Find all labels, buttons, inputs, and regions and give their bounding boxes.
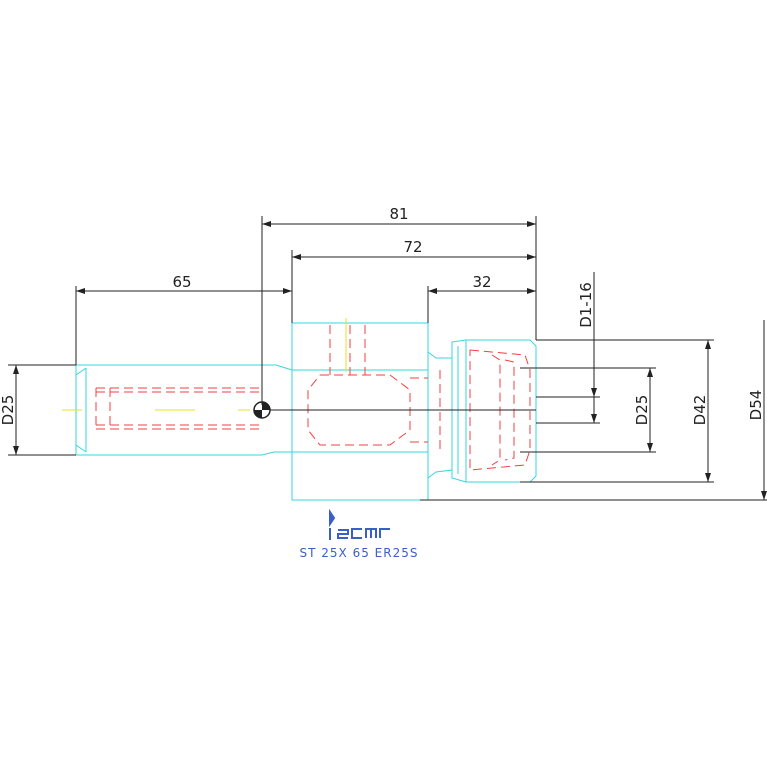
- drawing-area: [0, 205, 767, 555]
- dim-flange-diameter: D54: [747, 390, 765, 421]
- nut-outline: [451, 339, 537, 483]
- dim-nut-diameter: D42: [691, 395, 709, 426]
- dim-bore-diameter: D1-16: [577, 282, 595, 328]
- dim-shank-length: 65: [172, 273, 191, 291]
- dim-holder-length: 72: [403, 238, 422, 256]
- dim-collet-diameter: D25: [633, 395, 651, 426]
- dim-shank-diameter: D25: [0, 395, 17, 426]
- iscar-logo: [329, 508, 390, 540]
- dim-nut-length: 32: [472, 273, 491, 291]
- dimension-lines: [8, 216, 767, 501]
- tool-designation: ST 25X 65 ER25S: [300, 546, 419, 560]
- dimension-arrows: [13, 221, 767, 500]
- dim-overall-length: 81: [389, 205, 408, 223]
